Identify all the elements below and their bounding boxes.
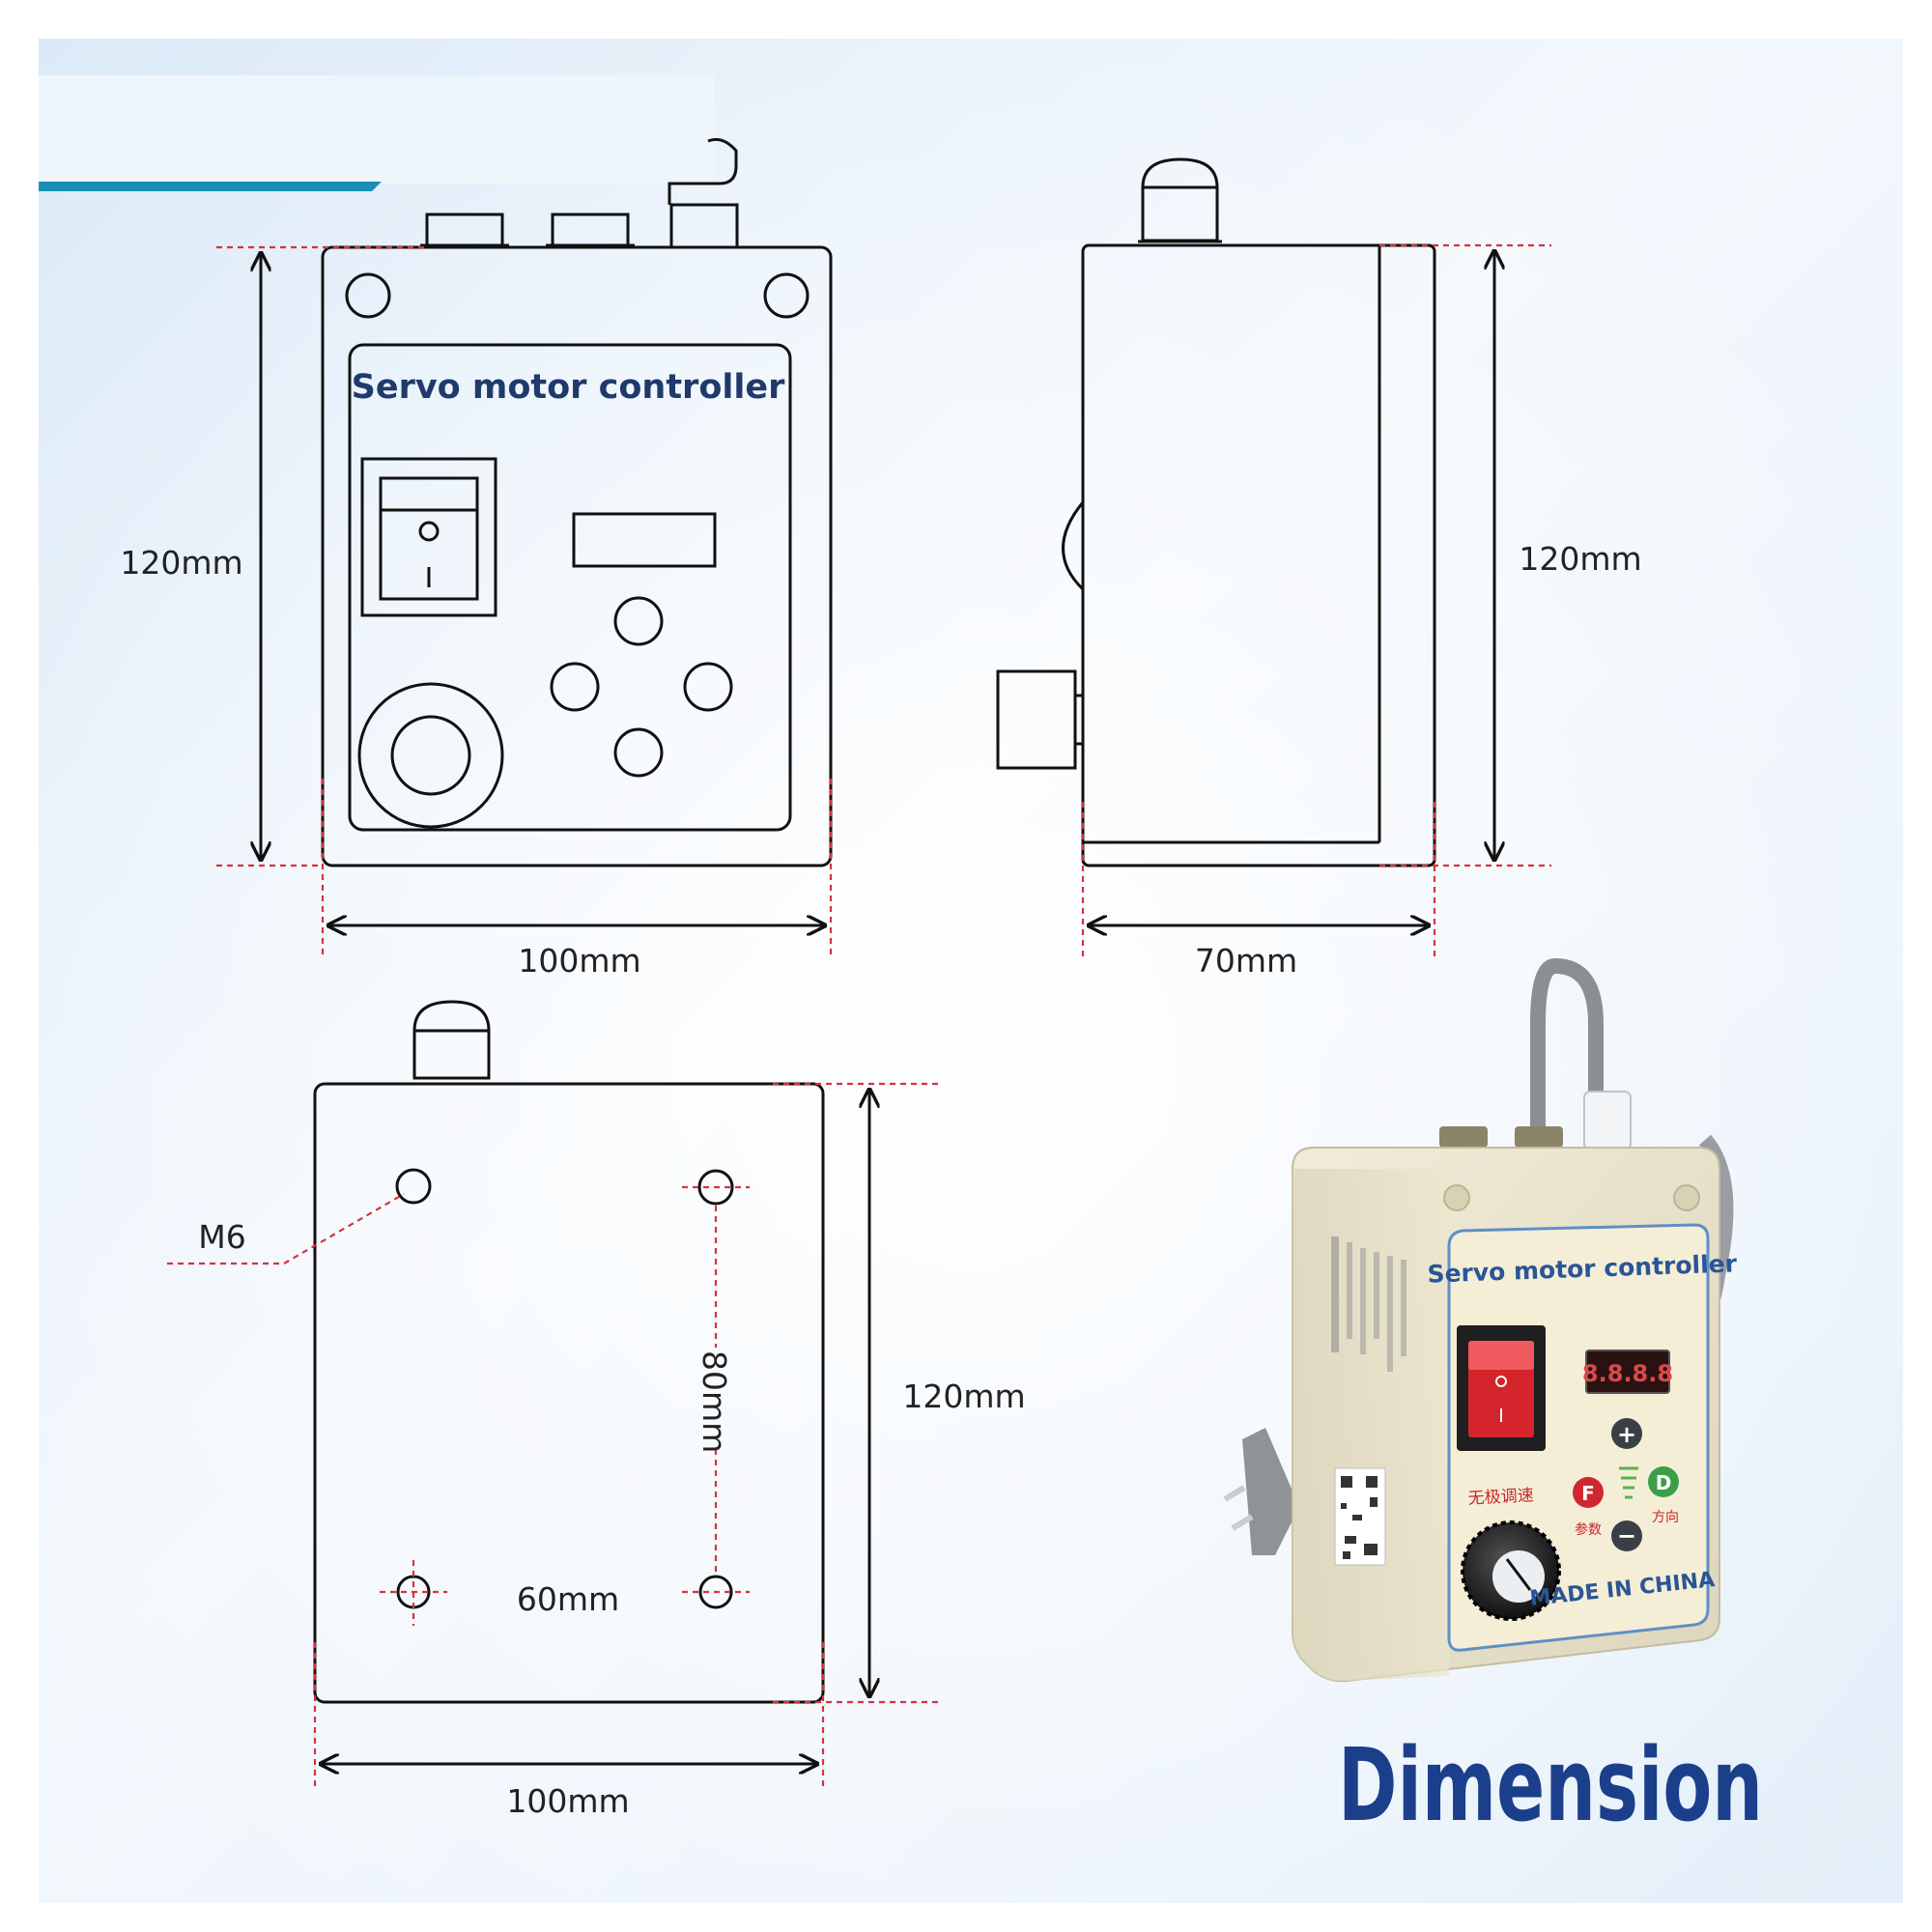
photo-direction-label: 方向	[1652, 1510, 1679, 1525]
front-width-label: 100mm	[518, 942, 640, 980]
button-up	[613, 596, 664, 646]
power-cable	[1530, 957, 1604, 1148]
cable	[668, 137, 738, 205]
side-height-label: 120mm	[1519, 540, 1641, 578]
photo-f-button	[1573, 1477, 1604, 1508]
front-panel	[348, 343, 792, 832]
side-depth-label: 70mm	[1195, 942, 1297, 980]
page-title: Dimension	[1338, 1726, 1763, 1844]
power-switch	[379, 476, 479, 601]
plus-icon: +	[1617, 1421, 1636, 1448]
side-view: 120mm 70mm	[996, 157, 1642, 980]
front-panel-title: Servo motor controller	[352, 368, 785, 407]
photo-speed-label: 无极调速	[1467, 1486, 1534, 1509]
mount-hole-bottom-right	[698, 1575, 733, 1609]
photo-cable-gland	[1583, 1091, 1632, 1151]
mount-hole-m6	[395, 1168, 432, 1205]
photo-param-label: 参数	[1575, 1521, 1602, 1538]
product-photo: Servo motor controller 8.8.8.8 + F D − 无…	[1223, 957, 1738, 1683]
mount-hole-top-right	[697, 1169, 734, 1206]
back-body	[313, 1082, 825, 1704]
photo-d-button	[1648, 1466, 1679, 1497]
minus-icon: −	[1617, 1522, 1636, 1549]
side-plug	[996, 669, 1077, 770]
photo-plus-button	[1611, 1418, 1642, 1449]
button-left	[550, 662, 600, 712]
back-view: 80mm 60mm M6 120mm 100mm	[167, 1000, 1026, 1820]
header-banner	[39, 75, 715, 184]
switch-off-icon	[418, 521, 440, 542]
photo-minus-button	[1611, 1520, 1642, 1551]
hole-horizontal-spacing-label: 60mm	[517, 1580, 619, 1618]
m6-label: M6	[198, 1218, 245, 1256]
photo-connector-1	[1439, 1126, 1488, 1148]
hole-vertical-spacing-label: 80mm	[696, 1350, 733, 1453]
back-width-label: 100mm	[506, 1782, 629, 1820]
mount-hole-right	[763, 272, 810, 319]
speed-knob-outer	[357, 682, 504, 829]
speed-knob-inner	[390, 715, 471, 796]
photo-led-digits: 8.8.8.8	[1582, 1360, 1673, 1387]
display-window	[572, 512, 717, 568]
button-down	[613, 727, 664, 778]
back-height-label: 120mm	[902, 1378, 1025, 1415]
side-knob-profile	[1062, 501, 1085, 591]
front-view: Servo motor controller 120mm 100mm	[120, 137, 833, 980]
photo-connector-2	[1515, 1126, 1563, 1148]
photo-led-display	[1585, 1350, 1670, 1394]
f-key-label: F	[1581, 1482, 1595, 1505]
mount-hole-left	[345, 272, 391, 319]
accent-line	[39, 182, 382, 191]
front-body	[321, 245, 833, 867]
side-body	[1081, 243, 1436, 867]
power-plug	[1242, 1428, 1299, 1555]
button-right	[683, 662, 733, 712]
front-height-label: 120mm	[120, 544, 242, 582]
d-key-label: D	[1656, 1471, 1672, 1494]
power-switch-frame	[360, 457, 497, 617]
